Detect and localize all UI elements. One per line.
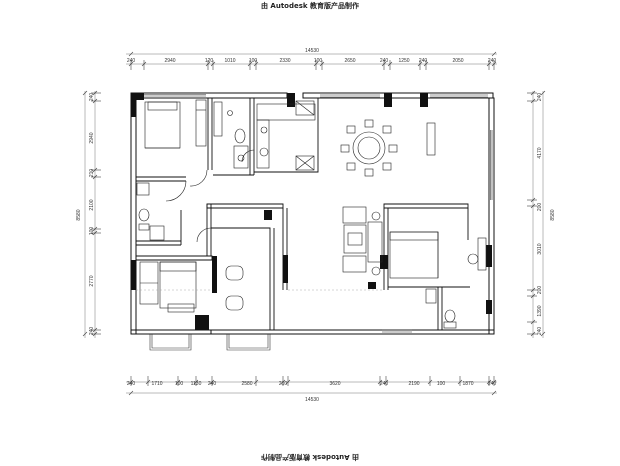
dim-top-segment-label: 2050 bbox=[452, 58, 463, 64]
dim-right-segment-label: 200 bbox=[537, 286, 543, 295]
dim-bottom-segment-label: 240 bbox=[208, 381, 217, 387]
dimension-ticks bbox=[82, 51, 546, 396]
dim-top-segment-label: 2650 bbox=[344, 58, 355, 64]
dim-left-segments: 240 2940 210 2100 100 2770 240 bbox=[89, 93, 95, 336]
dim-left-segment-label: 2940 bbox=[89, 132, 95, 143]
dimension-tick bbox=[540, 331, 546, 337]
dim-bottom-segment-label: 1710 bbox=[151, 381, 162, 387]
dim-bottom-segments: 240 1710 100 1130 240 2580 210 3620 240 2190 100 18… bbox=[127, 381, 497, 387]
dim-bottom-segment-label: 2190 bbox=[408, 381, 419, 387]
dimension-tick bbox=[540, 90, 546, 96]
dim-left-segment-label: 240 bbox=[89, 327, 95, 336]
exterior-walls bbox=[130, 92, 495, 335]
dim-bottom-segment-label: 240 bbox=[127, 381, 136, 387]
furniture bbox=[136, 99, 487, 329]
dim-left-segment-label: 100 bbox=[89, 227, 95, 236]
dim-left-segment-label: 2100 bbox=[89, 199, 95, 210]
dim-right-segments: 240 4170 200 3010 200 1390 240 bbox=[537, 93, 543, 336]
dimension-tick bbox=[128, 390, 134, 396]
dim-bottom-segment-label: 2580 bbox=[241, 381, 252, 387]
dim-top-segment-label: 240 bbox=[419, 58, 428, 64]
dim-right-segment-label: 1390 bbox=[537, 305, 543, 316]
dim-bottom-segment-label: 100 bbox=[437, 381, 446, 387]
dim-right-segment-label: 240 bbox=[537, 93, 543, 102]
dim-bottom-segment-label: 3620 bbox=[329, 381, 340, 387]
dimension-tick bbox=[128, 51, 134, 57]
dim-right-total: 8580 bbox=[550, 209, 556, 220]
dimension-lines bbox=[84, 53, 544, 394]
dim-top-segment-label: 1250 bbox=[398, 58, 409, 64]
dimension-tick bbox=[491, 390, 497, 396]
dimension-tick bbox=[491, 51, 497, 57]
dim-right-segment-label: 3010 bbox=[537, 243, 543, 254]
dim-left-total: 8580 bbox=[76, 209, 82, 220]
dim-bottom-total: 14530 bbox=[305, 397, 319, 403]
dim-left-segment-label: 240 bbox=[89, 93, 95, 102]
dim-top-segment-label: 240 bbox=[127, 58, 136, 64]
dim-top-segment-label: 100 bbox=[249, 58, 258, 64]
dim-top-segment-label: 100 bbox=[314, 58, 323, 64]
dim-top-segment-label: 2330 bbox=[279, 58, 290, 64]
dim-top-segment-label: 2940 bbox=[164, 58, 175, 64]
dim-left-segment-label: 210 bbox=[89, 169, 95, 178]
dim-right-segment-label: 4170 bbox=[537, 147, 543, 158]
dim-right-segment-label: 200 bbox=[537, 203, 543, 212]
dim-top-total: 14530 bbox=[305, 48, 319, 54]
dim-bottom-segment-label: 240 bbox=[488, 381, 497, 387]
dimension-tick bbox=[82, 331, 88, 337]
windows bbox=[144, 94, 493, 351]
dimension-tick bbox=[82, 90, 88, 96]
dim-top-segment-label: 120 bbox=[205, 58, 214, 64]
dim-bottom-segment-label: 240 bbox=[380, 381, 389, 387]
dim-bottom-segment-label: 1130 bbox=[191, 381, 202, 387]
watermark-header: 由 Autodesk 教育版产品制作 bbox=[260, 2, 359, 10]
dim-bottom-segment-label: 100 bbox=[175, 381, 184, 387]
dim-right-segment-label: 240 bbox=[537, 327, 543, 336]
dim-bottom-segment-label: 210 bbox=[279, 381, 288, 387]
interior-walls bbox=[135, 98, 470, 330]
dim-bottom-segment-label: 1870 bbox=[462, 381, 473, 387]
central-column-hatch bbox=[264, 210, 272, 220]
dim-top-segment-label: 240 bbox=[380, 58, 389, 64]
dim-top-segment-label: 240 bbox=[488, 58, 497, 64]
dim-top-segments: 240 2940 120 1010 100 2330 100 2650 240 1250 240 20… bbox=[127, 58, 497, 64]
dim-left-segment-label: 2770 bbox=[89, 275, 95, 286]
dim-top-segment-label: 1010 bbox=[224, 58, 235, 64]
